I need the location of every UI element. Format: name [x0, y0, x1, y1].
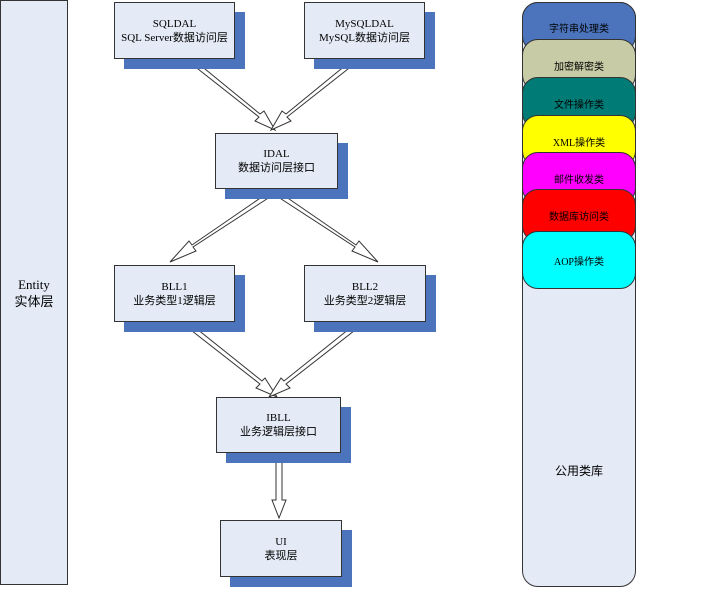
idal-title: IDAL [263, 148, 290, 160]
lib-item-db-label: 数据库访问类 [549, 212, 609, 223]
arrow-ibll-ui [271, 453, 287, 520]
lib-item-mail-label: 邮件收发类 [554, 174, 604, 186]
entity-layer: Entity 实体层 [0, 0, 68, 585]
entity-title: Entity [18, 276, 50, 292]
sqldal-subtitle: SQL Server数据访问层 [121, 31, 228, 44]
lib-item-aop-label: AOP操作类 [553, 256, 604, 268]
lib-item-file-label: 文件操作类 [554, 99, 604, 111]
ibll-title: IBLL [266, 412, 291, 424]
mysqldal-subtitle: MySQL数据访问层 [318, 31, 411, 44]
bll1-subtitle: 业务类型1逻辑层 [133, 294, 216, 307]
common-library-title: 公用类库 [554, 464, 603, 478]
entity-subtitle: 实体层 [14, 293, 54, 309]
idal-subtitle: 数据访问层接口 [238, 162, 315, 174]
lib-item-aop: AOP操作类 [522, 231, 636, 289]
ui-title: UI [275, 535, 287, 548]
ui-box: UI 表现层 [220, 520, 342, 577]
bll2-box: BLL2 业务类型2逻辑层 [304, 265, 426, 322]
lib-item-string-label: 字符串处理类 [549, 23, 609, 35]
bll2-title: BLL2 [351, 280, 379, 293]
bll2-subtitle: 业务类型2逻辑层 [323, 294, 407, 307]
idal-box: IDAL 数据访问层接口 [215, 133, 338, 189]
lib-item-xml-label: XML操作类 [552, 137, 606, 149]
ibll-subtitle: 业务逻辑层接口 [240, 426, 317, 438]
arrow-idal-bll2 [271, 189, 379, 263]
sqldal-title: SQLDAL [152, 17, 197, 30]
ui-subtitle: 表现层 [264, 549, 298, 562]
mysqldal-box: MySQLDAL MySQL数据访问层 [304, 2, 425, 59]
lib-item-crypto-label: 加密解密类 [554, 61, 604, 73]
ibll-box: IBLL 业务逻辑层接口 [216, 397, 341, 453]
bll1-title: BLL1 [161, 280, 188, 293]
sqldal-box: SQLDAL SQL Server数据访问层 [114, 2, 235, 59]
arrow-idal-bll1 [169, 189, 277, 263]
bll1-box: BLL1 业务类型1逻辑层 [114, 265, 235, 322]
mysqldal-title: MySQLDAL [335, 17, 394, 30]
